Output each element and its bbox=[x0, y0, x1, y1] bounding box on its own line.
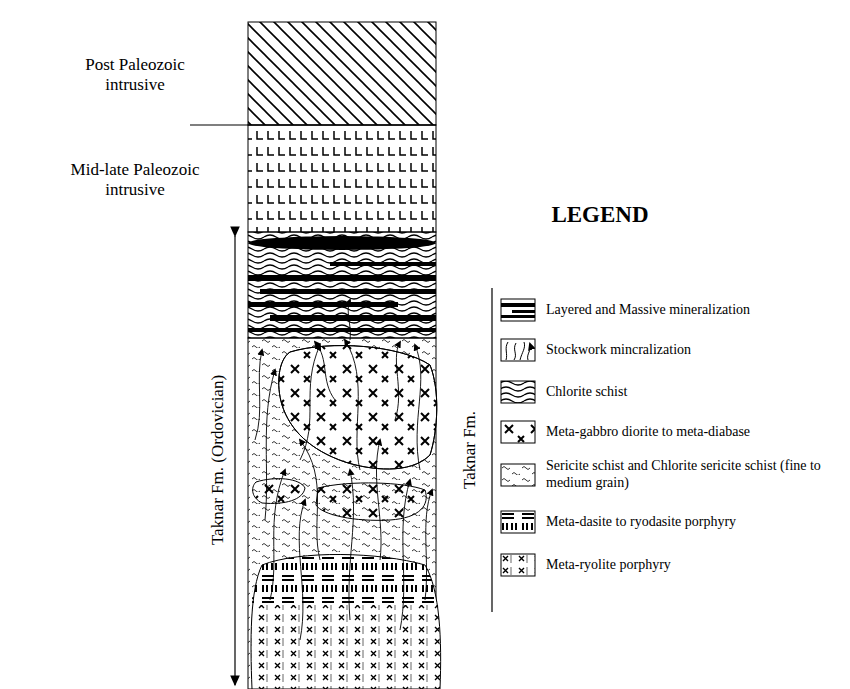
legend-swatch bbox=[500, 298, 536, 322]
formation-label: Taknar Fm. (Ordovician) bbox=[208, 375, 228, 545]
legend-row: Sericite schist and Chlorite sericite sc… bbox=[500, 458, 836, 492]
unit-label: Post Paleozoic intrusive bbox=[55, 55, 215, 94]
legend-text: Meta-gabbro diorite to meta-diabase bbox=[546, 424, 836, 441]
legend-swatch bbox=[500, 380, 536, 404]
legend-text: Meta-ryolite porphyry bbox=[546, 557, 836, 574]
legend-text: Layered and Massive mineralization bbox=[546, 302, 836, 319]
legend-title: LEGEND bbox=[500, 202, 700, 228]
legend-swatch bbox=[500, 338, 536, 362]
legend-text: Chlorite schist bbox=[546, 384, 836, 401]
legend-swatch bbox=[500, 463, 536, 487]
legend-swatch bbox=[500, 420, 536, 444]
legend-swatch bbox=[500, 510, 536, 534]
legend-row: Meta-ryolite porphyry bbox=[500, 553, 836, 577]
legend-row: Meta-gabbro diorite to meta-diabase bbox=[500, 420, 836, 444]
legend-row: Layered and Massive mineralization bbox=[500, 298, 836, 322]
unit-label: Mid-late Paleozoic intrusive bbox=[55, 160, 215, 199]
formation-label: Taknar Fm. bbox=[460, 411, 480, 489]
legend-row: Meta-dasite to ryodasite porphyry bbox=[500, 510, 836, 534]
legend-row: Stockwork mincralization bbox=[500, 338, 836, 362]
legend-row: Chlorite schist bbox=[500, 380, 836, 404]
legend-text: Meta-dasite to ryodasite porphyry bbox=[546, 514, 836, 531]
legend-text: Stockwork mincralization bbox=[546, 342, 836, 359]
legend-swatch bbox=[500, 553, 536, 577]
legend-text: Sericite schist and Chlorite sericite sc… bbox=[546, 458, 836, 492]
